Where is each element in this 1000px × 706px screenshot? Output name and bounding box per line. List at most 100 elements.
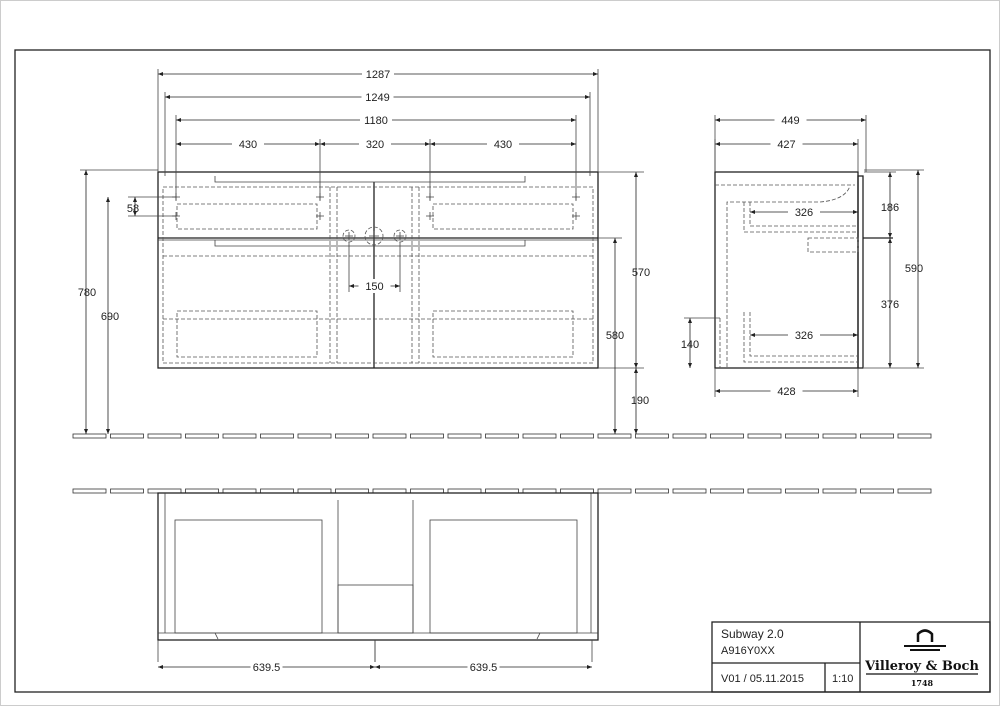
floor-segment — [522, 433, 557, 439]
floor-segment — [635, 488, 669, 494]
arrowhead — [750, 210, 755, 214]
arrowhead — [370, 665, 375, 669]
dim-376-label: 376 — [881, 299, 899, 311]
dim-780-label: 780 — [78, 287, 96, 299]
dim-449-label: 449 — [781, 115, 799, 127]
arrowhead — [587, 665, 592, 669]
arrowhead — [395, 284, 400, 288]
arrowhead — [315, 142, 320, 146]
arrowhead — [853, 142, 858, 146]
floor-segment — [635, 433, 669, 439]
floor-segment — [560, 433, 594, 439]
plan-view — [157, 492, 599, 641]
dim-320-label: 320 — [366, 139, 384, 151]
dim-190-label: 190 — [631, 395, 649, 407]
arrowhead — [853, 210, 858, 214]
dim-427-label: 427 — [777, 139, 795, 151]
floor-segment — [860, 488, 894, 494]
floor-line-front — [72, 433, 932, 439]
dim-150-label: 150 — [365, 281, 383, 293]
floor-segment — [747, 488, 782, 494]
tap-hole-center-icon — [364, 226, 384, 246]
arrowhead — [634, 368, 638, 373]
arrowhead — [375, 665, 380, 669]
floor-segment — [897, 488, 932, 494]
dim-1180-label: 1180 — [364, 115, 388, 127]
arrowhead — [688, 318, 692, 323]
arrowhead — [430, 142, 435, 146]
arrowhead — [133, 197, 137, 202]
floor-segment — [785, 488, 819, 494]
side-view — [714, 171, 893, 369]
floor-segment — [260, 433, 294, 439]
arrowhead — [158, 665, 163, 669]
arrowhead — [158, 72, 163, 76]
arrowhead — [133, 211, 137, 216]
dim-1287-label: 1287 — [366, 69, 390, 81]
drawing-frame — [14, 49, 991, 693]
arrowhead — [84, 429, 88, 434]
dim-326-top-label: 326 — [795, 207, 813, 219]
dim-570-label: 570 — [632, 267, 650, 279]
arrowhead — [165, 95, 170, 99]
floor-segment — [72, 488, 107, 494]
arrowhead — [106, 429, 110, 434]
arrowhead — [593, 72, 598, 76]
floor-segment — [822, 433, 857, 439]
dim-639-right-label: 639.5 — [470, 662, 498, 674]
arrowhead — [106, 197, 110, 202]
floor-segment — [372, 433, 407, 439]
arrowhead — [176, 118, 181, 122]
arrowhead — [585, 95, 590, 99]
dim-430-left-label: 430 — [239, 139, 257, 151]
floor-segment — [672, 488, 707, 494]
dim-639-left-label: 639.5 — [253, 662, 281, 674]
arrowhead — [634, 363, 638, 368]
floor-segment — [110, 488, 144, 494]
floor-segment — [222, 433, 257, 439]
floor-segment — [335, 433, 369, 439]
arrowhead — [320, 142, 325, 146]
brand-year: 1748 — [911, 678, 934, 688]
arrowhead — [750, 333, 755, 337]
arrowhead — [888, 172, 892, 177]
arrowhead — [888, 363, 892, 368]
arrowhead — [715, 118, 720, 122]
arrowhead — [715, 142, 720, 146]
floor-segment — [597, 433, 632, 439]
arrowhead — [176, 142, 181, 146]
arrowhead — [613, 429, 617, 434]
arrowhead — [571, 118, 576, 122]
floor-segment — [597, 488, 632, 494]
arrowhead — [853, 333, 858, 337]
floor-segment — [710, 433, 744, 439]
brand-logo: Villeroy & Boch — [864, 659, 979, 674]
arrowhead — [84, 170, 88, 175]
floor-segment — [672, 433, 707, 439]
floor-segment — [710, 488, 744, 494]
floor-segment — [147, 433, 182, 439]
floor-segment — [485, 433, 519, 439]
dim-326-bottom-label: 326 — [795, 330, 813, 342]
floor-segment — [860, 433, 894, 439]
dim-186-label: 186 — [881, 202, 899, 214]
arrowhead — [571, 142, 576, 146]
dim-690-label: 690 — [101, 311, 119, 323]
product-name: Subway 2.0 — [721, 627, 784, 641]
title-block: Subway 2.0 A916Y0XX V01 / 05.11.2015 1:1… — [711, 621, 991, 693]
floor-segment — [747, 433, 782, 439]
dim-430-right-label: 430 — [494, 139, 512, 151]
arrowhead — [888, 233, 892, 238]
floor-segment — [785, 433, 819, 439]
arrowhead — [916, 170, 920, 175]
arrowhead — [916, 363, 920, 368]
front-view — [157, 171, 599, 369]
arrowhead — [613, 238, 617, 243]
dim-140-label: 140 — [681, 339, 699, 351]
floor-segment — [447, 433, 482, 439]
arrowhead — [861, 118, 866, 122]
arrowhead — [634, 429, 638, 434]
dim-590-label: 590 — [905, 263, 923, 275]
